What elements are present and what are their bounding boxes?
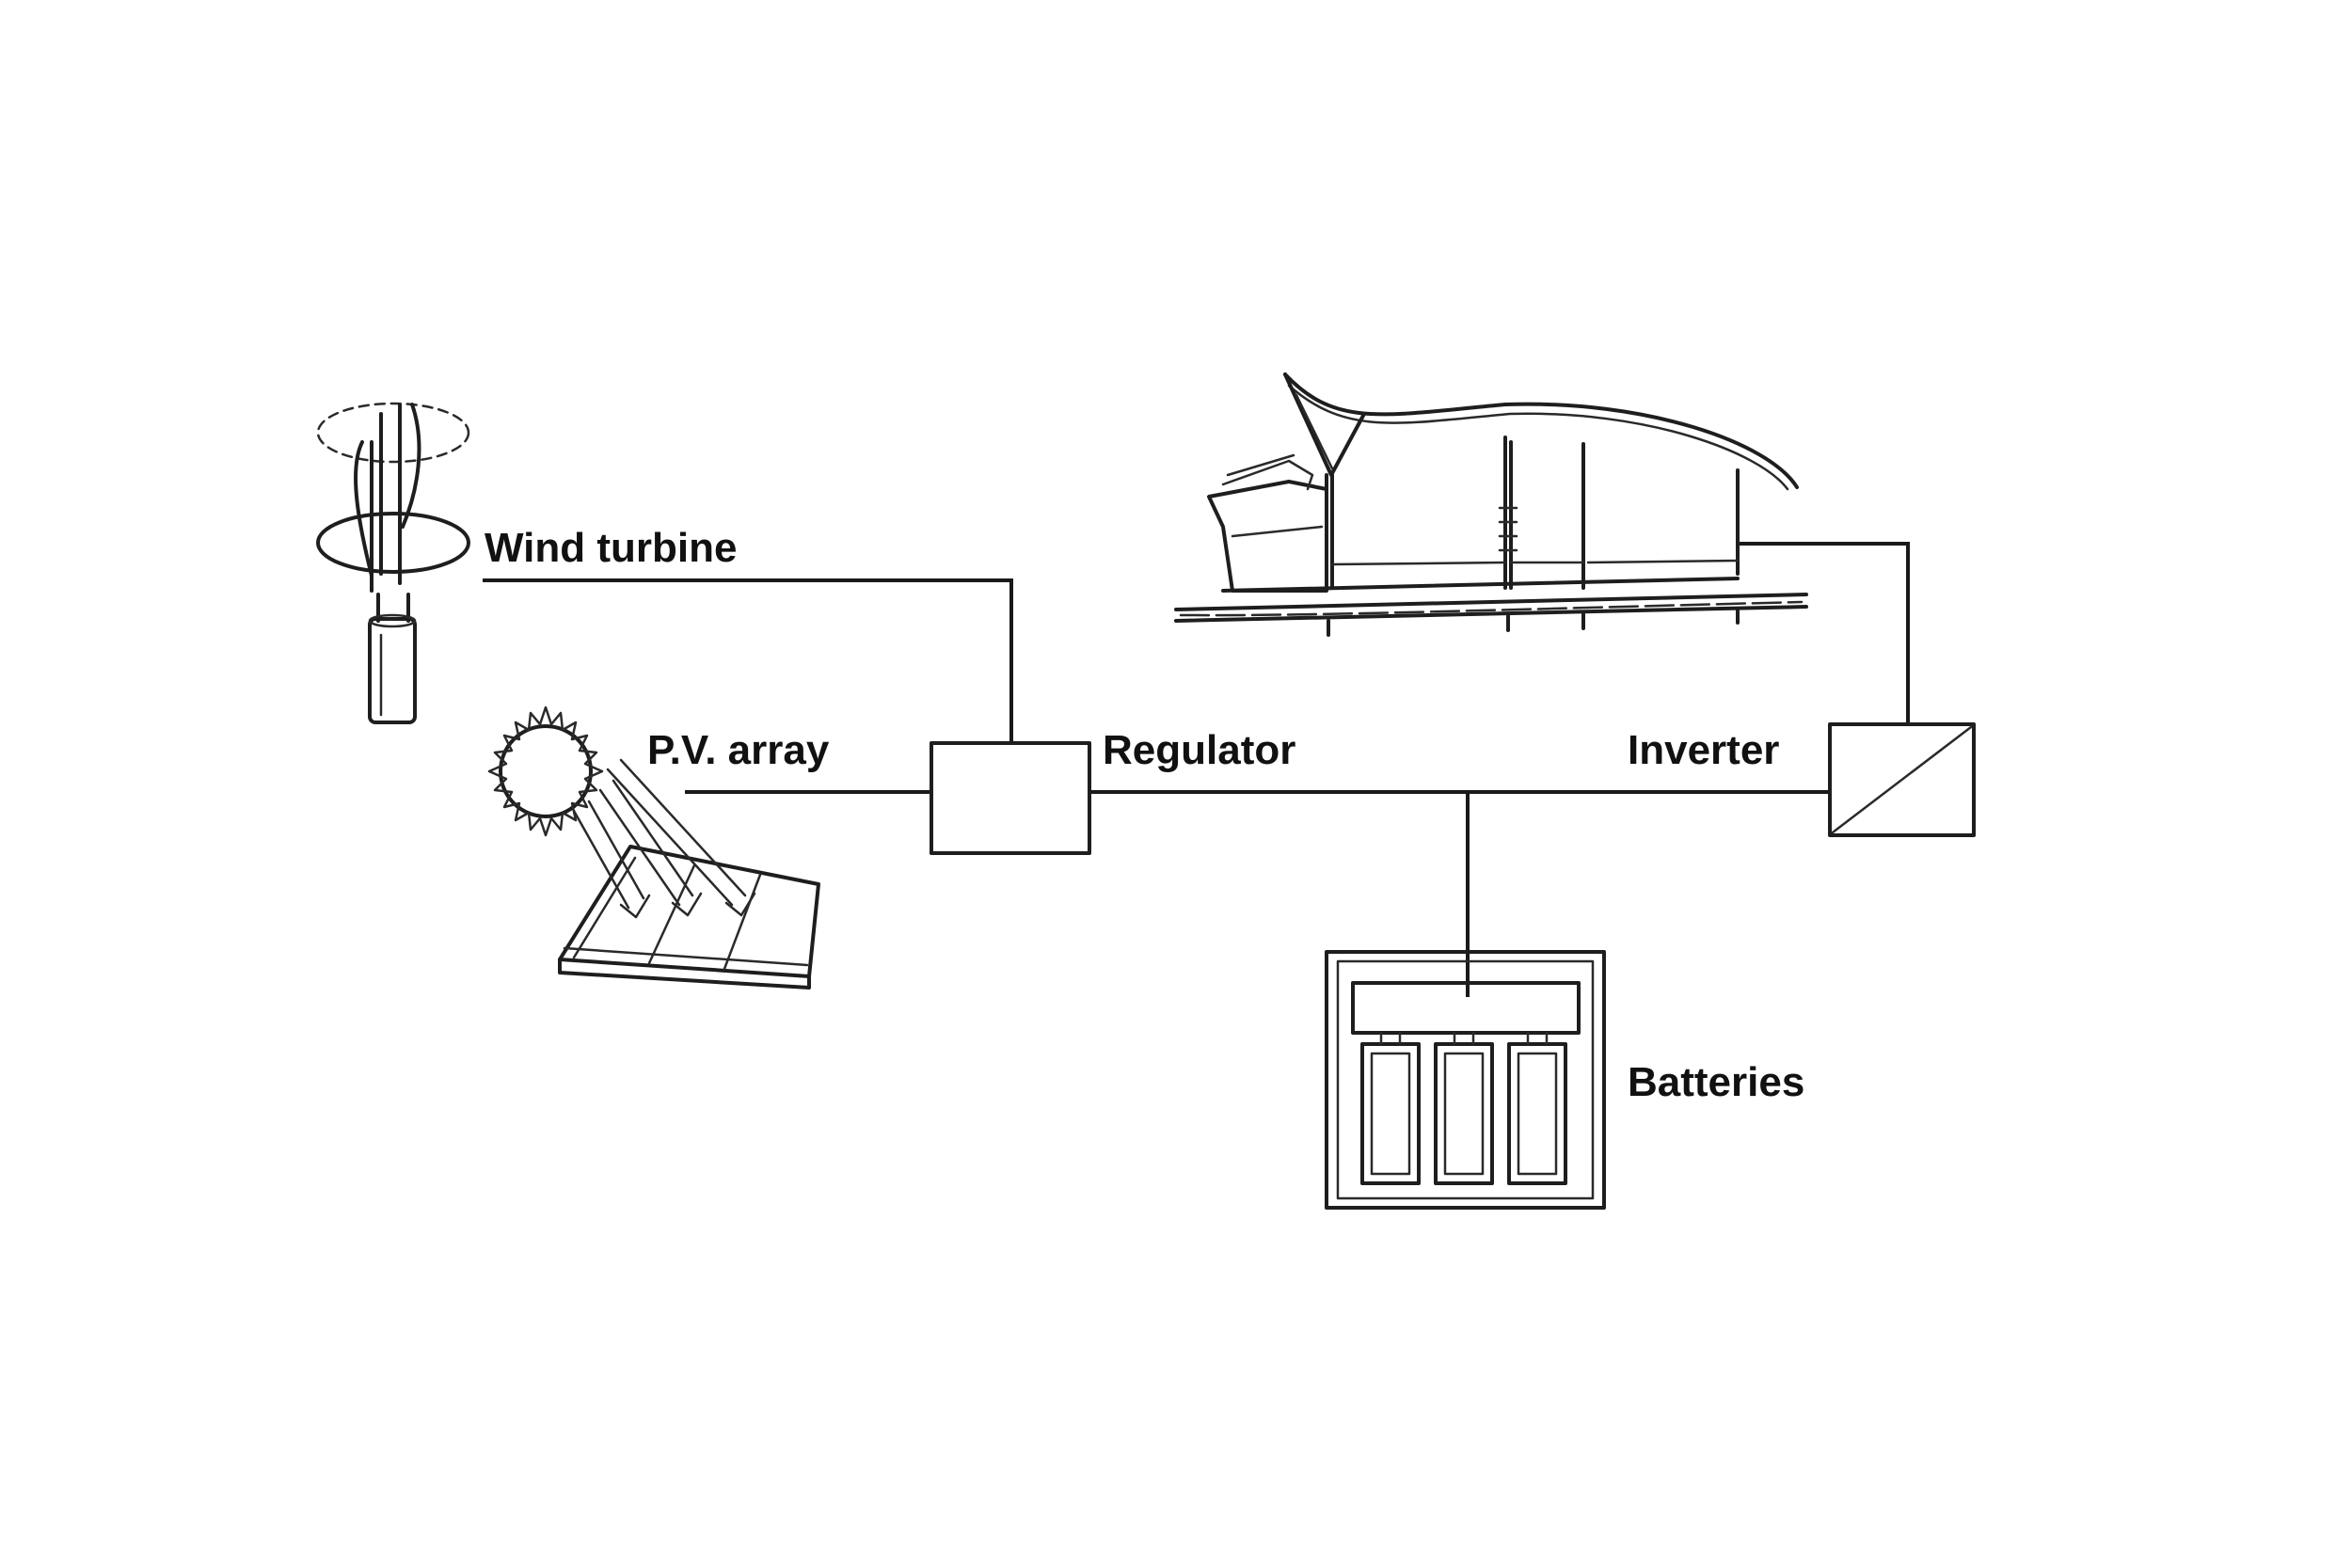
- sun-icon: [487, 705, 604, 837]
- regulator-box: [930, 741, 1091, 855]
- pv-array-label: P.V. array: [647, 727, 830, 773]
- wire-inverter-to-house: [1739, 542, 1910, 726]
- wire-wind-to-regulator: [483, 578, 1013, 745]
- inverter-label: Inverter: [1628, 727, 1779, 773]
- batteries-label: Batteries: [1628, 1059, 1804, 1105]
- wind-turbine-icon: [316, 402, 470, 724]
- connection-wires: [483, 542, 1910, 997]
- inverter-box: [1828, 722, 1976, 837]
- regulator-label: Regulator: [1103, 727, 1295, 773]
- house-icon: [1174, 372, 1808, 637]
- battery-bank-icon: [1325, 950, 1606, 1210]
- solar-panel-icon: [558, 758, 820, 990]
- wind-turbine-label: Wind turbine: [485, 525, 737, 571]
